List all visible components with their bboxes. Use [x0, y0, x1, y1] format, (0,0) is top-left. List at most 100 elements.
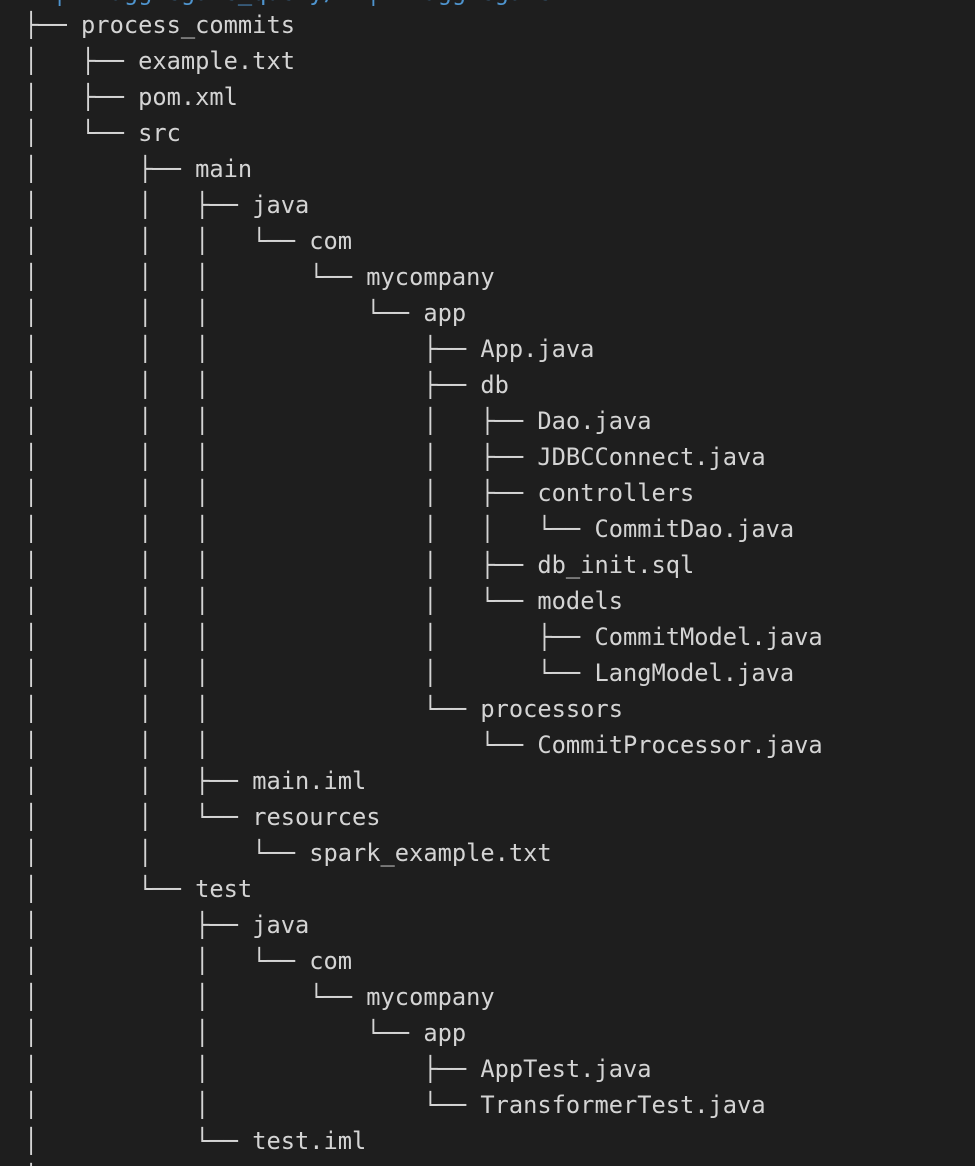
tree-guide: │ ├──	[24, 47, 139, 75]
tree-guide: │ │ └──	[24, 1019, 424, 1047]
tree-row: │ │ │ │ └── models	[24, 583, 823, 619]
tree-guide: │ │ │ │ ├──	[24, 623, 595, 651]
tree-row: │ ├── java	[24, 907, 823, 943]
tree-row: │ │ │ └── com	[24, 223, 823, 259]
tree-row: │ │ │ │ ├── CommitModel.java	[24, 619, 823, 655]
tree-entry-name[interactable]: TransformerTest.java	[480, 1091, 766, 1119]
tree-entry-name[interactable]: resources	[252, 803, 381, 831]
tree-entry-name[interactable]: models	[537, 587, 623, 615]
tree-row: │ ├── pom.xml	[24, 79, 823, 115]
tree-entry-name[interactable]: controllers	[537, 479, 695, 507]
tree-row: │ │ └── app	[24, 1015, 823, 1051]
tree-guide: │ │ └──	[24, 803, 253, 831]
directory-tree: ├── process_commits│ ├── example.txt│ ├─…	[24, 7, 823, 1166]
tree-entry-name[interactable]: processors	[480, 695, 623, 723]
tree-row: │ │ │ └── mycompany	[24, 259, 823, 295]
tree-row: │ │ └── resources	[24, 799, 823, 835]
tree-guide: │ ├──	[24, 155, 196, 183]
tree-guide: │ │ │ └──	[24, 695, 481, 723]
tree-row: │ └── test	[24, 871, 823, 907]
tree-guide: │ │ └──	[24, 839, 310, 867]
tree-row: │ │ └── TransformerTest.java	[24, 1087, 823, 1123]
tree-row: │ │ ├── AppTest.java	[24, 1051, 823, 1087]
tree-guide: │ │ │ │ └──	[24, 659, 595, 687]
tree-guide: │ │ ├──	[24, 191, 253, 219]
tree-row: │ │ └── spark_example.txt	[24, 835, 823, 871]
tree-guide: │ │ │ ├──	[24, 335, 481, 363]
tree-guide: │ │ │ │ │ └──	[24, 515, 595, 543]
tree-entry-name[interactable]: mycompany	[366, 983, 495, 1011]
tree-entry-name[interactable]: mycompany	[366, 263, 495, 291]
tree-guide: │ │ │ ├──	[24, 371, 481, 399]
tree-row: │ │ │ │ │ └── CommitDao.java	[24, 511, 823, 547]
tree-row: │ │ │ │ ├── JDBCConnect.java	[24, 439, 823, 475]
tree-row: │ │ │ │ ├── db_init.sql	[24, 547, 823, 583]
tree-row: │ │ │ ├── App.java	[24, 331, 823, 367]
tree-entry-name[interactable]: CommitDao.java	[594, 515, 795, 543]
tree-row: │ │ ├── java	[24, 187, 823, 223]
tree-entry-name[interactable]: db_init.sql	[537, 551, 695, 579]
tree-entry-name[interactable]: java	[252, 191, 310, 219]
tree-guide: │ │ │ │ ├──	[24, 407, 538, 435]
tree-entry-name[interactable]: src	[138, 119, 181, 147]
tree-entry-name[interactable]: app	[423, 299, 467, 327]
tree-entry-name[interactable]: main.iml	[252, 767, 367, 795]
tree-guide: │ │ │ │ ├──	[24, 551, 538, 579]
tree-guide: │ │ │ └──	[24, 299, 424, 327]
tree-entry-name[interactable]: CommitProcessor.java	[537, 731, 823, 759]
tree-guide: │ ├──	[24, 911, 253, 939]
tree-entry-name[interactable]: Dao.java	[537, 407, 652, 435]
tree-guide: │ │ │ │ ├──	[24, 479, 538, 507]
tree-entry-name[interactable]: CommitModel.java	[594, 623, 823, 651]
tree-entry-name[interactable]: JDBCConnect.java	[537, 443, 766, 471]
tree-row: │ │ └── com	[24, 943, 823, 979]
tree-row: │ │ │ │ ├── controllers	[24, 475, 823, 511]
tree-entry-name[interactable]: com	[309, 227, 353, 255]
tree-guide: │	[24, 1163, 38, 1166]
tree-guide: │ │ │ └──	[24, 227, 310, 255]
clipped-previous-line: ├── aggregate_query/ ├── aggregate	[24, 0, 552, 10]
tree-row: │ └── src	[24, 115, 823, 151]
tree-guide: │ └──	[24, 875, 196, 903]
tree-entry-name[interactable]: com	[309, 947, 353, 975]
tree-entry-name[interactable]: LangModel.java	[594, 659, 795, 687]
tree-row: │ │ ├── main.iml	[24, 763, 823, 799]
tree-row: │ │ │ │ └── LangModel.java	[24, 655, 823, 691]
tree-row: │ │ │ └── CommitProcessor.java	[24, 727, 823, 763]
tree-entry-name[interactable]: AppTest.java	[480, 1055, 652, 1083]
tree-row: │ │ └── mycompany	[24, 979, 823, 1015]
tree-row: │ │ │ └── processors	[24, 691, 823, 727]
tree-row: │ ├── main	[24, 151, 823, 187]
tree-guide: │ │ │ │ └──	[24, 587, 538, 615]
tree-guide: │ │ └──	[24, 947, 310, 975]
tree-entry-name[interactable]: main	[195, 155, 253, 183]
tree-entry-name[interactable]: example.txt	[138, 47, 295, 75]
tree-guide: │ │ │ └──	[24, 263, 367, 291]
tree-guide: │ │ └──	[24, 983, 367, 1011]
tree-entry-name[interactable]: test	[195, 875, 253, 903]
tree-entry-name[interactable]: db	[480, 371, 509, 399]
tree-entry-name[interactable]: test.iml	[252, 1127, 367, 1155]
tree-guide: │ └──	[24, 119, 139, 147]
tree-row: │ │ │ │ ├── Dao.java	[24, 403, 823, 439]
tree-guide: │ │ ├──	[24, 767, 253, 795]
tree-entry-name[interactable]: java	[252, 911, 310, 939]
tree-row: │	[24, 1159, 823, 1166]
tree-row: │ ├── example.txt	[24, 43, 823, 79]
tree-entry-name[interactable]: process_commits	[81, 11, 295, 39]
tree-guide: │ ├──	[24, 83, 139, 111]
tree-entry-name[interactable]: App.java	[480, 335, 595, 363]
tree-row: │ │ │ └── app	[24, 295, 823, 331]
tree-guide: │ └──	[24, 1127, 253, 1155]
tree-entry-name[interactable]: pom.xml	[138, 83, 238, 111]
tree-row: ├── process_commits	[24, 7, 823, 43]
tree-guide: │ │ │ │ ├──	[24, 443, 538, 471]
tree-guide: │ │ └──	[24, 1091, 481, 1119]
tree-entry-name[interactable]: spark_example.txt	[309, 839, 552, 867]
tree-row: │ └── test.iml	[24, 1123, 823, 1159]
tree-guide: ├──	[24, 11, 82, 39]
tree-entry-name[interactable]: app	[423, 1019, 467, 1047]
tree-guide: │ │ ├──	[24, 1055, 481, 1083]
tree-guide: │ │ │ └──	[24, 731, 538, 759]
